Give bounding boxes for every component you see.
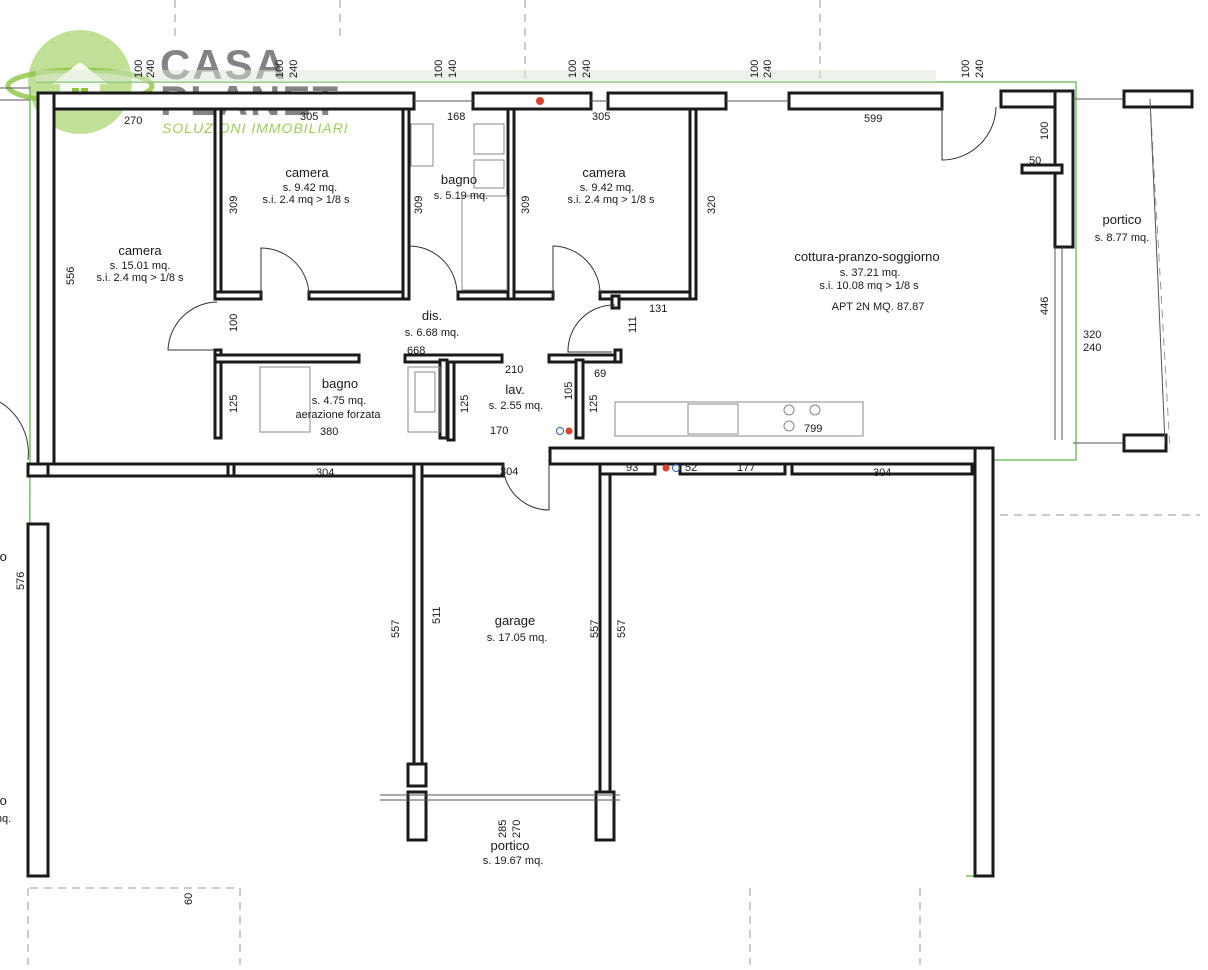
dim-557b: 557 <box>589 620 601 638</box>
bagno-top-area: s. 5.19 mq. <box>434 190 488 202</box>
dim-309a: 309 <box>228 196 240 214</box>
lav-name: lav. <box>505 382 524 397</box>
camera-left-name: camera <box>118 243 162 258</box>
dim-304b: 304 <box>316 467 334 479</box>
dim-305a: 305 <box>300 111 318 123</box>
dim-111: 111 <box>627 316 639 333</box>
camera-mid-si: s.i. 2.4 mq > 1/8 s <box>262 194 350 206</box>
windows <box>380 98 1166 801</box>
dim-w100a: 100 <box>133 60 145 78</box>
bagno-bottom-note: aerazione forzata <box>296 409 382 421</box>
dim-270: 270 <box>124 115 142 127</box>
dim-168: 168 <box>447 111 465 123</box>
dim-w140: 140 <box>447 60 459 78</box>
garage-name: garage <box>495 613 535 628</box>
dim-576: 576 <box>15 572 27 590</box>
dim-380: 380 <box>320 426 338 438</box>
dimensions-vertical: 100 240 100 240 100 140 100 240 100 240 … <box>15 60 1051 905</box>
dim-304c: 304 <box>873 467 891 479</box>
camera-left-area: s. 15.01 mq. <box>110 260 171 272</box>
dimensions-horizontal: 270 305 168 305 599 50 320 240 131 668 2… <box>124 111 1101 479</box>
dim-309b: 309 <box>413 196 425 214</box>
dim-w240c: 240 <box>581 60 593 78</box>
portico-right-name: portico <box>1102 212 1141 227</box>
dim-309c: 309 <box>520 196 532 214</box>
dim-557c: 557 <box>616 620 628 638</box>
dim-w100d: 100 <box>567 60 579 78</box>
dim-304: 304 <box>500 466 518 478</box>
dim-w240a: 240 <box>145 60 157 78</box>
dim-125a: 125 <box>228 395 240 413</box>
garage-area: s. 17.05 mq. <box>487 632 548 644</box>
dim-w240e: 240 <box>974 60 986 78</box>
logo-tagline: SOLUZIONI IMMOBILIARI <box>162 120 349 136</box>
camera-mid-area: s. 9.42 mq. <box>283 182 337 194</box>
boundary-hatch <box>36 70 936 82</box>
living-name: cottura-pranzo-soggiorno <box>794 249 939 264</box>
dis-area: s. 6.68 mq. <box>405 327 459 339</box>
dis-name: dis. <box>422 308 442 323</box>
dim-177: 177 <box>737 462 755 474</box>
room-labels: camera s. 15.01 mq. s.i. 2.4 mq > 1/8 s … <box>0 165 1149 867</box>
dim-270b: 270 <box>511 820 523 838</box>
walls <box>26 89 1194 878</box>
dim-125c: 125 <box>588 395 600 413</box>
dim-210: 210 <box>505 364 523 376</box>
dim-93: 93 <box>626 462 638 474</box>
bagno-bottom-name: bagno <box>322 376 358 391</box>
dim-w240b: 240 <box>288 60 300 78</box>
dim-511: 511 <box>431 606 443 624</box>
camera-right-area: s. 9.42 mq. <box>580 182 634 194</box>
edge-label-co: co <box>0 793 7 808</box>
bagno-top-name: bagno <box>441 172 477 187</box>
dim-556: 556 <box>65 267 77 285</box>
portico-right-area: s. 8.77 mq. <box>1095 232 1149 244</box>
dim-w100e: 100 <box>749 60 761 78</box>
camera-right-si: s.i. 2.4 mq > 1/8 s <box>567 194 655 206</box>
dim-52: 52 <box>685 462 697 474</box>
fixtures <box>259 97 864 472</box>
dim-285: 285 <box>497 820 509 838</box>
dim-131: 131 <box>649 303 667 315</box>
dim-668: 668 <box>407 345 425 357</box>
property-boundary <box>27 81 1077 877</box>
edge-label-mq: mq. <box>0 813 11 825</box>
camera-right-name: camera <box>582 165 626 180</box>
dim-446: 446 <box>1039 297 1051 315</box>
camera-mid-name: camera <box>285 165 329 180</box>
dim-w100f: 100 <box>960 60 972 78</box>
bagno-bottom-area: s. 4.75 mq. <box>312 395 366 407</box>
dim-240b: 240 <box>1083 342 1101 354</box>
edge-label-so: so <box>0 549 7 564</box>
doors <box>0 106 997 511</box>
dim-69: 69 <box>594 368 606 380</box>
dim-305b: 305 <box>592 111 610 123</box>
dim-125b: 125 <box>459 395 471 413</box>
dim-50: 50 <box>1029 155 1041 167</box>
portico-bottom-name: portico <box>490 838 529 853</box>
dim-105: 105 <box>563 382 575 400</box>
dim-599: 599 <box>864 113 882 125</box>
lav-area: s. 2.55 mq. <box>489 400 543 412</box>
living-area: s. 37.21 mq. <box>840 267 901 279</box>
dim-100v: 100 <box>1039 122 1051 140</box>
camera-left-si: s.i. 2.4 mq > 1/8 s <box>96 272 184 284</box>
portico-bottom-area: s. 19.67 mq. <box>483 855 544 867</box>
dim-60: 60 <box>183 893 195 905</box>
dim-w100c: 100 <box>433 60 445 78</box>
dim-100l: 100 <box>228 314 240 332</box>
dim-170: 170 <box>490 425 508 437</box>
dim-320b: 320 <box>1083 329 1101 341</box>
dim-799: 799 <box>804 423 822 435</box>
dim-w100b: 100 <box>274 60 286 78</box>
dim-w240d: 240 <box>762 60 774 78</box>
dim-557a: 557 <box>390 620 402 638</box>
apartment-label: APT 2N MQ. 87.87 <box>832 301 925 313</box>
living-si: s.i. 10.08 mq > 1/8 s <box>819 280 919 292</box>
dim-320a: 320 <box>706 196 718 214</box>
